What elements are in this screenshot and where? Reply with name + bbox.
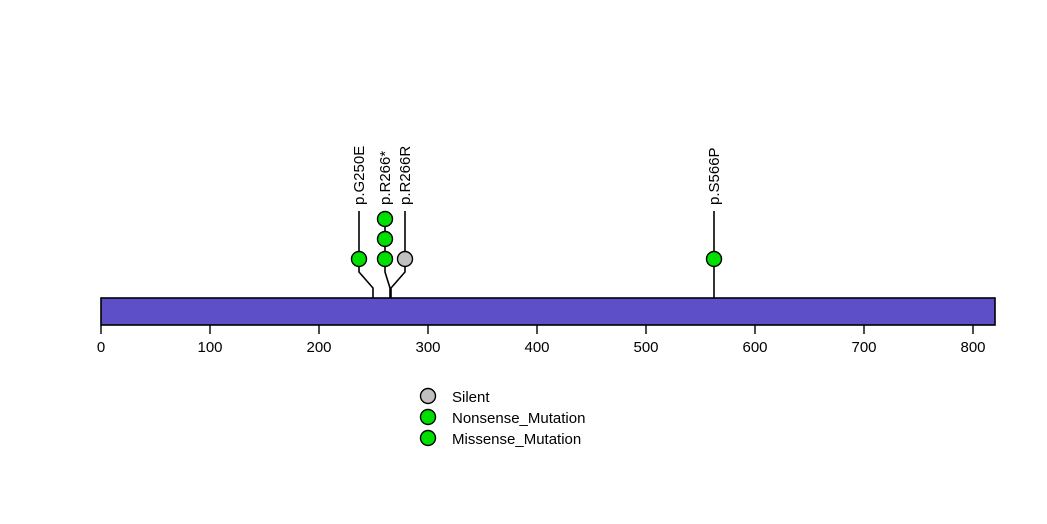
mutation-label-p-R266-star: p.R266* xyxy=(377,151,394,205)
mutation-marker-p-R266-star-2[interactable] xyxy=(376,230,394,248)
mutation-marker-p-R266-star-3[interactable] xyxy=(376,210,394,228)
axis-tick-label-600: 600 xyxy=(742,339,767,356)
mutation-label-p-S566P: p.S566P xyxy=(706,147,723,205)
x-axis-ticks xyxy=(100,325,974,334)
mutation-label-p-G250E: p.G250E xyxy=(351,146,368,205)
mutation-marker-p-G250E-1[interactable] xyxy=(350,250,368,268)
axis-tick-label-200: 200 xyxy=(306,339,331,356)
axis-tick-label-0: 0 xyxy=(97,339,105,356)
lollipop-markers xyxy=(350,210,723,268)
axis-tick-label-400: 400 xyxy=(524,339,549,356)
x-axis-tick-labels: 0 100 200 300 400 500 600 700 800 xyxy=(97,339,986,356)
mutation-marker-p-S566P-1[interactable] xyxy=(705,250,723,268)
axis-tick-label-500: 500 xyxy=(633,339,658,356)
legend-label-silent: Silent xyxy=(452,389,490,406)
mutation-labels: p.G250E p.R266* p.R266R p.S566P xyxy=(351,146,723,205)
mutation-marker-p-R266-star-1[interactable] xyxy=(376,250,394,268)
axis-tick-label-300: 300 xyxy=(415,339,440,356)
legend: Silent Nonsense_Mutation Missense_Mutati… xyxy=(419,387,585,448)
axis-tick-label-800: 800 xyxy=(960,339,985,356)
legend-swatch-silent[interactable] xyxy=(419,387,437,405)
axis-tick-label-700: 700 xyxy=(851,339,876,356)
legend-label-missense-mutation: Missense_Mutation xyxy=(452,431,581,448)
legend-swatch-missense-mutation[interactable] xyxy=(419,429,437,447)
axis-tick-label-100: 100 xyxy=(197,339,222,356)
legend-label-nonsense-mutation: Nonsense_Mutation xyxy=(452,410,585,427)
legend-swatch-nonsense-mutation[interactable] xyxy=(419,408,437,426)
mutation-marker-p-R266R-1[interactable] xyxy=(396,250,414,268)
protein-backbone-bar xyxy=(100,297,996,326)
mutation-label-p-R266R: p.R266R xyxy=(397,146,414,205)
